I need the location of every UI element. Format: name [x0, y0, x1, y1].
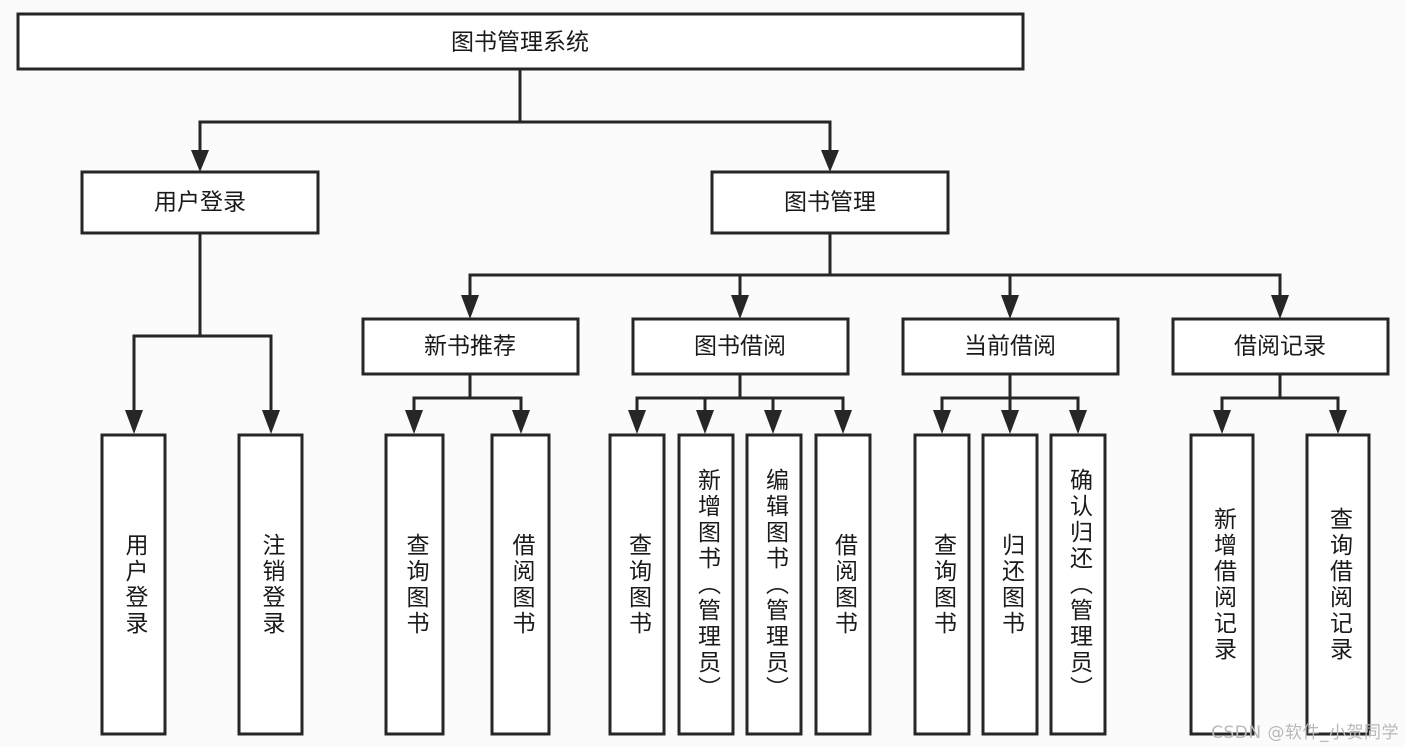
edge-l2-2-bus: [940, 372, 1080, 416]
arrowhead-icon: [512, 410, 530, 434]
node-borrow-record[interactable]: [1171, 317, 1390, 376]
arrowhead-icon: [125, 410, 143, 434]
node-book-borrow-label: 图书借阅: [694, 334, 786, 360]
arrowhead-icon: [764, 410, 782, 434]
arrowhead-icon: [1069, 410, 1087, 434]
node-user-login[interactable]: [80, 170, 320, 235]
node-new-book-recommend[interactable]: [361, 317, 580, 376]
edge-l1-0-bus: [132, 231, 273, 416]
arrowhead-icon: [262, 410, 280, 434]
node-leaf-query-borrow-record[interactable]: [1305, 433, 1371, 736]
arrowhead-icon: [1329, 410, 1347, 434]
arrowhead-icon: [461, 295, 479, 319]
arrowhead-icon: [1271, 295, 1289, 319]
edge-l1-1-bus: [468, 231, 1282, 299]
node-root-label: 图书管理系统: [451, 30, 589, 56]
node-leaf-confirm-return-admin[interactable]: [1049, 433, 1107, 736]
arrowhead-icon: [821, 150, 839, 172]
node-leaf-borrow-book-1[interactable]: [490, 433, 551, 736]
arrowhead-icon: [696, 410, 714, 434]
node-current-borrow-label: 当前借阅: [964, 334, 1056, 360]
edge-l2-3-bus: [1220, 372, 1340, 416]
arrowhead-icon: [405, 410, 423, 434]
edge-l2-0-bus: [412, 372, 523, 416]
edge-root-bus: [198, 67, 832, 154]
node-leaf-borrow-book-2[interactable]: [814, 433, 872, 736]
node-book-management-label: 图书管理: [784, 190, 876, 216]
edge-l2-1-bus: [635, 372, 845, 416]
node-leaf-edit-book-admin[interactable]: [745, 433, 803, 736]
node-root[interactable]: [16, 12, 1025, 71]
node-leaf-query-book-1[interactable]: [384, 433, 445, 736]
arrowhead-icon: [1001, 295, 1019, 319]
node-layer: 图书管理系统 用户登录 图书管理 新书推荐 图书借阅 当前借阅 借阅记录: [16, 12, 1390, 736]
node-new-book-recommend-label: 新书推荐: [424, 334, 516, 360]
node-leaf-query-book-3[interactable]: [913, 433, 971, 736]
csdn-watermark: CSDN @软件_小贺同学: [1211, 723, 1399, 743]
arrowhead-icon: [1213, 410, 1231, 434]
node-leaf-query-book-2[interactable]: [608, 433, 666, 736]
node-leaf-add-borrow-record[interactable]: [1189, 433, 1255, 736]
arrowhead-icon: [834, 410, 852, 434]
arrowhead-icon: [1001, 410, 1019, 434]
node-leaf-return-book[interactable]: [981, 433, 1039, 736]
arrowhead-icon: [933, 410, 951, 434]
node-leaf-user-login[interactable]: [100, 433, 167, 736]
arrowhead-icon: [628, 410, 646, 434]
arrowhead-icon: [191, 150, 209, 172]
arrowhead-icon: [731, 295, 749, 319]
node-leaf-add-book-admin[interactable]: [677, 433, 735, 736]
node-user-login-label: 用户登录: [154, 190, 246, 216]
connector-layer: [132, 67, 1340, 416]
node-book-management[interactable]: [710, 170, 950, 235]
node-leaf-logout[interactable]: [237, 433, 304, 736]
node-current-borrow[interactable]: [901, 317, 1120, 376]
node-borrow-record-label: 借阅记录: [1234, 334, 1326, 360]
node-book-borrow[interactable]: [631, 317, 850, 376]
arrowhead-layer: [125, 150, 1347, 434]
